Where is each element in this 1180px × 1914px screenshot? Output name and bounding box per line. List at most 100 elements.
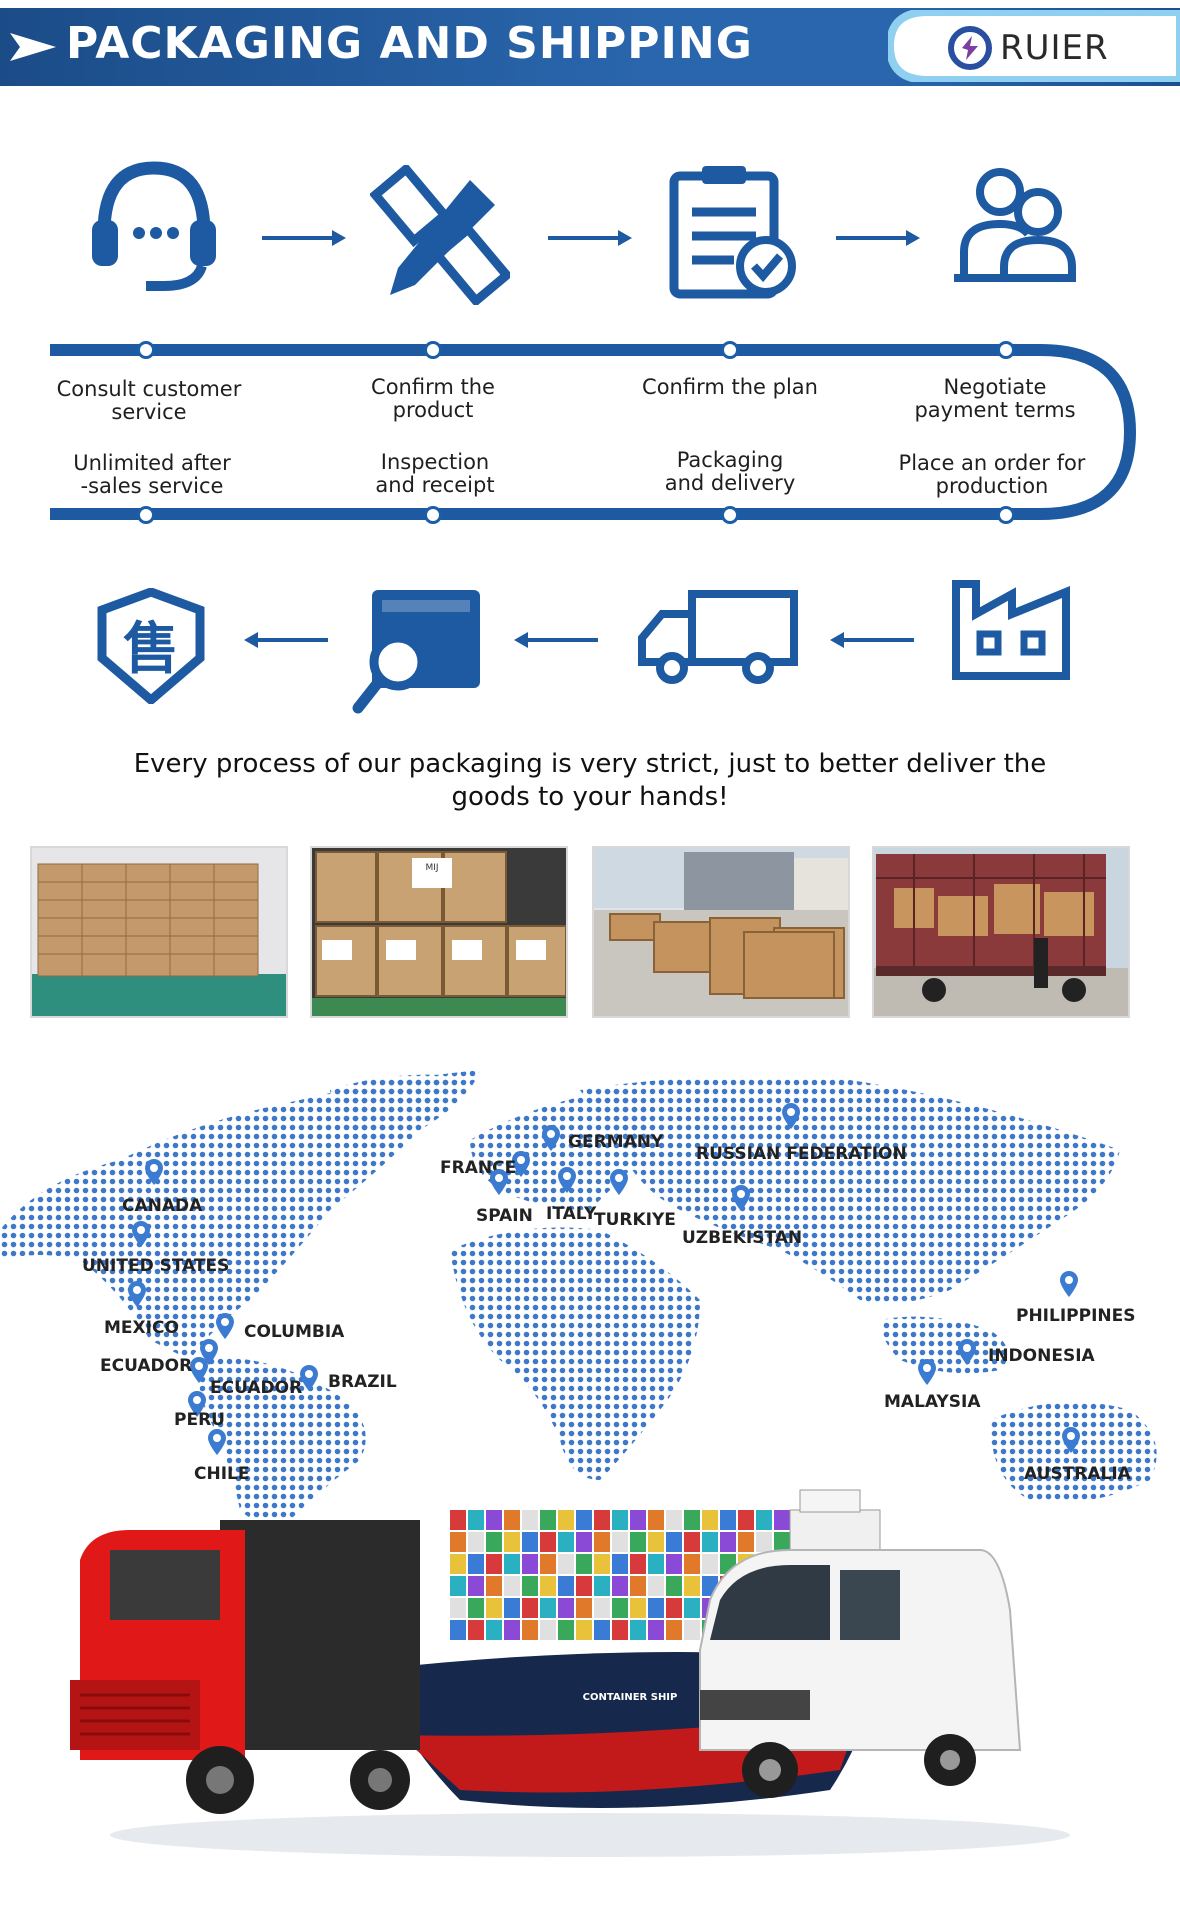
location-label: GERMANY [568, 1132, 664, 1152]
after-sales-shield-icon: 售 [97, 588, 205, 704]
container [558, 1554, 574, 1574]
container [468, 1554, 484, 1574]
location-pin-icon [1062, 1427, 1080, 1453]
container [540, 1532, 556, 1552]
container [594, 1554, 610, 1574]
container [468, 1532, 484, 1552]
container [702, 1510, 718, 1530]
location-label: UZBEKISTAN [682, 1228, 803, 1248]
step-dot [424, 341, 442, 359]
container [684, 1532, 700, 1552]
step-label-line: Place an order for [898, 451, 1086, 475]
container [558, 1620, 574, 1640]
container [450, 1532, 466, 1552]
container [540, 1510, 556, 1530]
container [522, 1598, 538, 1618]
container [576, 1620, 592, 1640]
step-label-line: payment terms [914, 398, 1076, 422]
container [630, 1510, 646, 1530]
container [558, 1598, 574, 1618]
location-pin-icon [1060, 1271, 1078, 1297]
container [612, 1576, 628, 1596]
location-label: TURKIYE [594, 1210, 676, 1230]
container [774, 1510, 790, 1530]
step-label-line: Inspection [380, 450, 490, 474]
container [504, 1554, 520, 1574]
location-label: UNITED STATES [82, 1256, 230, 1276]
container [702, 1532, 718, 1552]
container [648, 1510, 664, 1530]
container [486, 1598, 502, 1618]
tagline-line: Every process of our packaging is very s… [133, 749, 1047, 779]
container [486, 1576, 502, 1596]
step-label-line: Confirm the [371, 375, 495, 399]
page-title: PACKAGING AND SHIPPING [66, 18, 753, 69]
location-label: CANADA [122, 1196, 203, 1216]
container [648, 1576, 664, 1596]
container [666, 1620, 682, 1640]
arrow-left-icon [244, 632, 328, 648]
container [450, 1510, 466, 1530]
container [450, 1576, 466, 1596]
svg-text:MIJ: MIJ [425, 863, 438, 873]
container [594, 1510, 610, 1530]
container [540, 1554, 556, 1574]
container [648, 1598, 664, 1618]
container [630, 1532, 646, 1552]
step-label-line: Packaging [676, 448, 784, 472]
container [468, 1510, 484, 1530]
step-dot [137, 341, 155, 359]
container [630, 1554, 646, 1574]
warehouse-boxes-photo [30, 846, 288, 1018]
step-after-sales: Unlimited after -sales service [37, 452, 267, 498]
step-packaging: Packaging and delivery [615, 449, 845, 495]
container [666, 1576, 682, 1596]
location-pin-icon [216, 1313, 234, 1339]
container [558, 1576, 574, 1596]
location-pin-icon [200, 1339, 218, 1365]
location-label: SPAIN [476, 1206, 533, 1226]
arrow-right-icon [262, 230, 346, 246]
arrow-right-icon [548, 230, 632, 246]
container [540, 1598, 556, 1618]
container [612, 1510, 628, 1530]
header-arrow-icon [10, 33, 56, 61]
container [648, 1620, 664, 1640]
location-pin-icon [128, 1281, 146, 1307]
users-icon [954, 168, 1076, 282]
container [756, 1532, 772, 1552]
tagline: Every process of our packaging is very s… [60, 748, 1120, 814]
truck-loading-photo [872, 846, 1130, 1018]
step-consult: Consult customer service [34, 378, 264, 424]
step-confirm-plan: Confirm the plan [615, 376, 845, 399]
container [468, 1598, 484, 1618]
container [594, 1576, 610, 1596]
location-pin-icon [208, 1429, 226, 1455]
location-pin-icon [512, 1151, 530, 1177]
container [576, 1532, 592, 1552]
svg-text:售: 售 [123, 617, 179, 682]
container [612, 1598, 628, 1618]
location-label: MALAYSIA [884, 1392, 981, 1412]
container [468, 1620, 484, 1640]
location-label: ECUADOR [100, 1356, 193, 1376]
location-label: MEXICO [104, 1318, 179, 1338]
container [486, 1532, 502, 1552]
container [576, 1576, 592, 1596]
location-pin-icon [190, 1357, 208, 1383]
container [666, 1532, 682, 1552]
step-label-line: product [392, 398, 474, 422]
step-dot [997, 341, 1015, 359]
location-label: RUSSIAN FEDERATION [696, 1144, 907, 1164]
location-pin-icon [188, 1391, 206, 1417]
container [522, 1576, 538, 1596]
container [486, 1554, 502, 1574]
step-place-order: Place an order for production [877, 452, 1107, 498]
container [756, 1510, 772, 1530]
step-dot [997, 506, 1015, 524]
container [612, 1554, 628, 1574]
container [504, 1576, 520, 1596]
step-label-line: Unlimited after [73, 451, 231, 475]
step-dot [721, 341, 739, 359]
container [504, 1620, 520, 1640]
